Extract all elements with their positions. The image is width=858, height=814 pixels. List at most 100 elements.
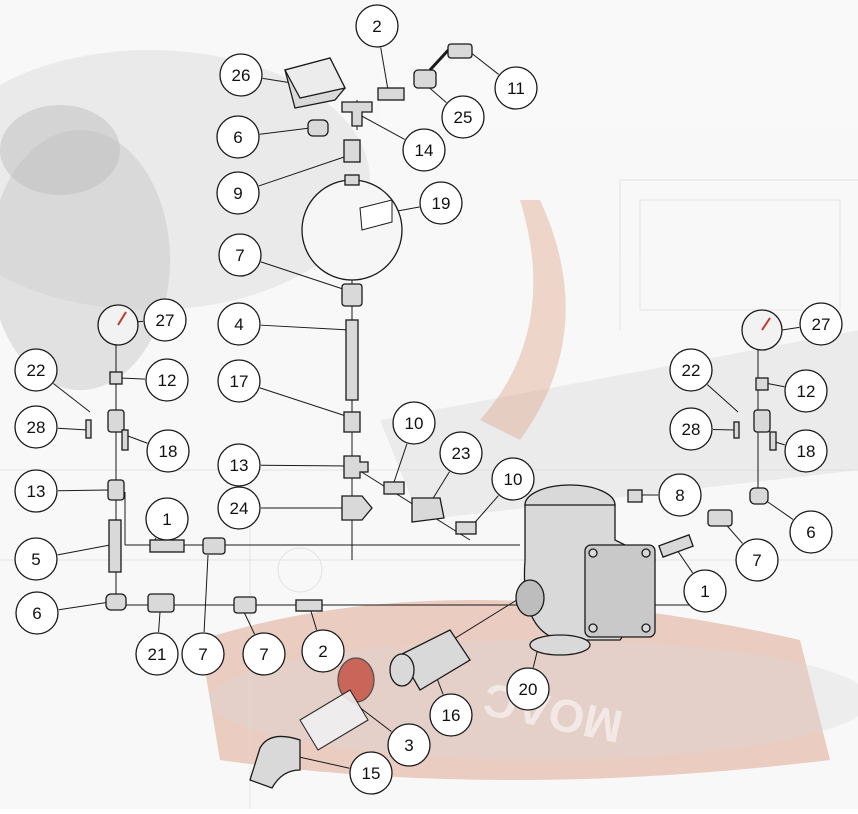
callout-leader xyxy=(260,261,353,293)
callout-7: 7 xyxy=(181,632,225,676)
union-fitting xyxy=(707,509,733,527)
callout-circle xyxy=(181,632,225,676)
callout-number: 10 xyxy=(504,470,523,489)
callout-circle xyxy=(799,302,843,346)
accumulator-cap xyxy=(344,174,360,186)
long-pipe xyxy=(345,319,359,401)
callout-leader xyxy=(764,499,794,520)
callout-leader xyxy=(781,326,800,331)
ball-valve xyxy=(413,69,437,89)
union-fitting xyxy=(202,537,226,555)
callout-2: 2 xyxy=(355,4,399,48)
pipe-nipple xyxy=(383,481,405,495)
callout-17: 17 xyxy=(217,359,261,403)
elbow-fitting xyxy=(749,487,769,505)
callout-18: 18 xyxy=(146,429,190,473)
callout-number: 15 xyxy=(362,764,381,783)
callout-circle xyxy=(15,591,59,635)
callout-circle xyxy=(218,233,262,277)
callout-circle xyxy=(217,443,261,487)
outlet-elbow xyxy=(249,735,301,789)
callout-number: 6 xyxy=(233,128,242,147)
callout-number: 11 xyxy=(507,79,525,98)
callout-leader xyxy=(357,113,405,140)
quick-coupling xyxy=(447,43,473,59)
callout-leader xyxy=(119,377,146,380)
callout-22: 22 xyxy=(14,348,58,392)
callout-1: 1 xyxy=(145,497,189,541)
callout-number: 28 xyxy=(682,420,701,439)
callout-22: 22 xyxy=(669,348,713,392)
callout-circle xyxy=(789,510,833,554)
callout-12: 12 xyxy=(784,369,828,413)
callout-circle xyxy=(143,298,187,342)
gauge-valve xyxy=(753,409,771,433)
adapter-fitting xyxy=(343,139,361,163)
callout-number: 17 xyxy=(230,372,249,391)
gauge-valve-handle xyxy=(121,429,129,451)
callout-number: 7 xyxy=(235,246,244,265)
callout-16: 16 xyxy=(429,693,473,737)
callout-leader xyxy=(260,324,351,331)
union-fitting xyxy=(341,283,363,307)
callout-circle xyxy=(355,4,399,48)
callout-circle xyxy=(491,457,535,501)
callout-7: 7 xyxy=(242,632,286,676)
callout-number: 12 xyxy=(797,382,816,401)
callout-13: 13 xyxy=(217,443,261,487)
callout-number: 18 xyxy=(797,442,816,461)
valve-outlet-flange xyxy=(529,634,591,656)
callout-leader xyxy=(258,154,351,187)
callout-number: 18 xyxy=(159,442,178,461)
callout-20: 20 xyxy=(506,667,550,711)
callout-6: 6 xyxy=(15,591,59,635)
callout-number: 20 xyxy=(519,680,538,699)
tee-fitting xyxy=(341,101,373,127)
gauge-needle xyxy=(761,317,771,331)
callout-circle xyxy=(494,66,538,110)
callout-number: 8 xyxy=(675,486,684,505)
callout-6: 6 xyxy=(216,115,260,159)
gauge-valve-handle xyxy=(769,431,777,451)
callout-number: 14 xyxy=(415,141,434,160)
valve-disc xyxy=(389,653,415,687)
callout-circle xyxy=(135,632,179,676)
drain-valve xyxy=(341,495,373,521)
pipe-nipple xyxy=(149,539,185,553)
callout-4: 4 xyxy=(217,302,261,346)
callout-6: 6 xyxy=(789,510,833,554)
strainer xyxy=(147,593,175,613)
callout-circle xyxy=(441,95,485,139)
tee-fitting xyxy=(107,479,125,501)
callout-circle xyxy=(439,431,483,475)
callout-circle xyxy=(14,537,58,581)
callout-19: 19 xyxy=(419,181,463,225)
callout-number: 16 xyxy=(442,706,461,725)
callout-26: 26 xyxy=(219,53,263,97)
callout-circle xyxy=(392,401,436,445)
callout-circle xyxy=(217,359,261,403)
plug-fitting xyxy=(627,489,643,503)
callout-leader xyxy=(380,47,389,91)
sleeve xyxy=(299,689,369,751)
callout-28: 28 xyxy=(14,405,58,449)
callout-leader xyxy=(243,611,255,635)
callout-number: 23 xyxy=(452,444,471,463)
pipe-nipple xyxy=(377,87,405,101)
gauge-valve xyxy=(107,409,125,433)
callout-circle xyxy=(301,629,345,673)
callout-7: 7 xyxy=(218,233,262,277)
callout-number: 1 xyxy=(700,582,709,601)
callout-14: 14 xyxy=(402,128,446,172)
callout-circle xyxy=(735,538,779,582)
pipe-nipple xyxy=(658,534,694,558)
callout-leader xyxy=(58,601,111,611)
callout-7: 7 xyxy=(735,538,779,582)
callout-number: 10 xyxy=(405,414,424,433)
callout-circle xyxy=(145,358,189,402)
gauge-valve-pin xyxy=(85,419,92,439)
callout-leader xyxy=(57,489,109,492)
callout-number: 28 xyxy=(27,418,46,437)
callout-circle xyxy=(242,632,286,676)
